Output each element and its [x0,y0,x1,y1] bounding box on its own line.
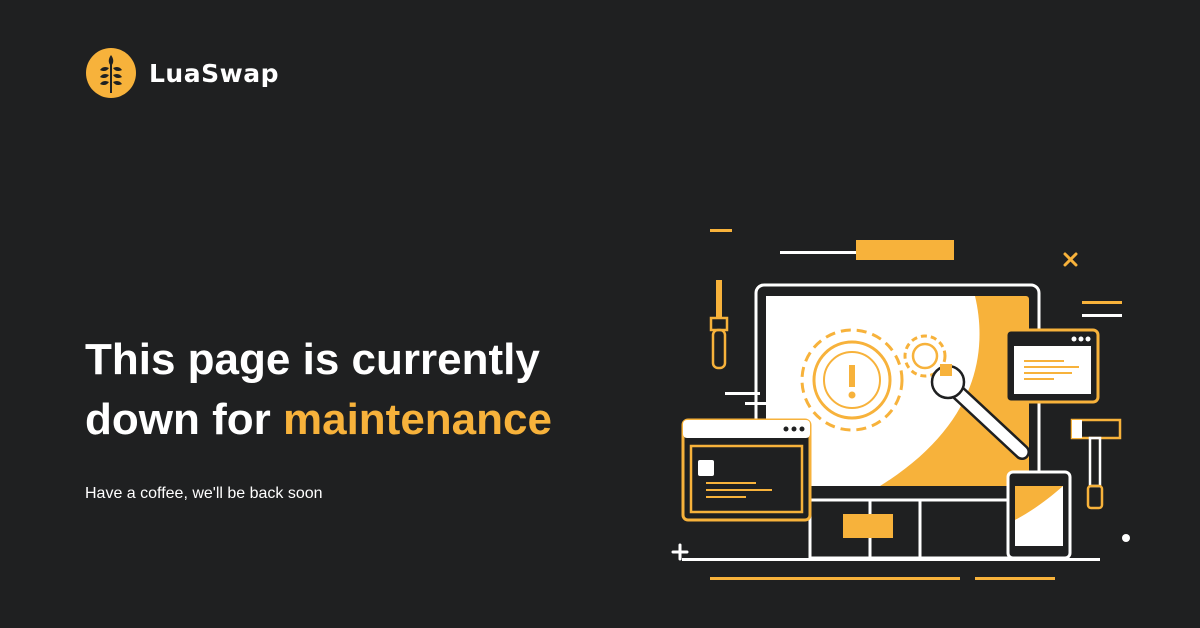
headline-text: This page is currently down for [85,335,540,444]
browser-window-icon [1004,328,1100,404]
hammer-icon [1070,418,1122,510]
dot-icon [1122,534,1130,542]
phone-icon [1006,470,1072,560]
gear-icon [800,328,947,432]
screwdriver-icon [709,280,729,370]
browser-window-icon [681,418,812,522]
headline-accent: maintenance [282,395,552,444]
brand-name: LuaSwap [149,58,279,88]
plus-icon [671,543,689,561]
warning-icon [848,365,856,399]
maintenance-illustration [671,229,1130,580]
brand-header[interactable]: LuaSwap [85,47,279,99]
close-icon [1063,252,1078,267]
wrench-icon [930,364,1030,460]
subtitle: Have a coffee, we'll be back soon [85,485,323,502]
wheat-icon [86,48,136,98]
page-title: This page is currently down for maintena… [85,330,645,450]
